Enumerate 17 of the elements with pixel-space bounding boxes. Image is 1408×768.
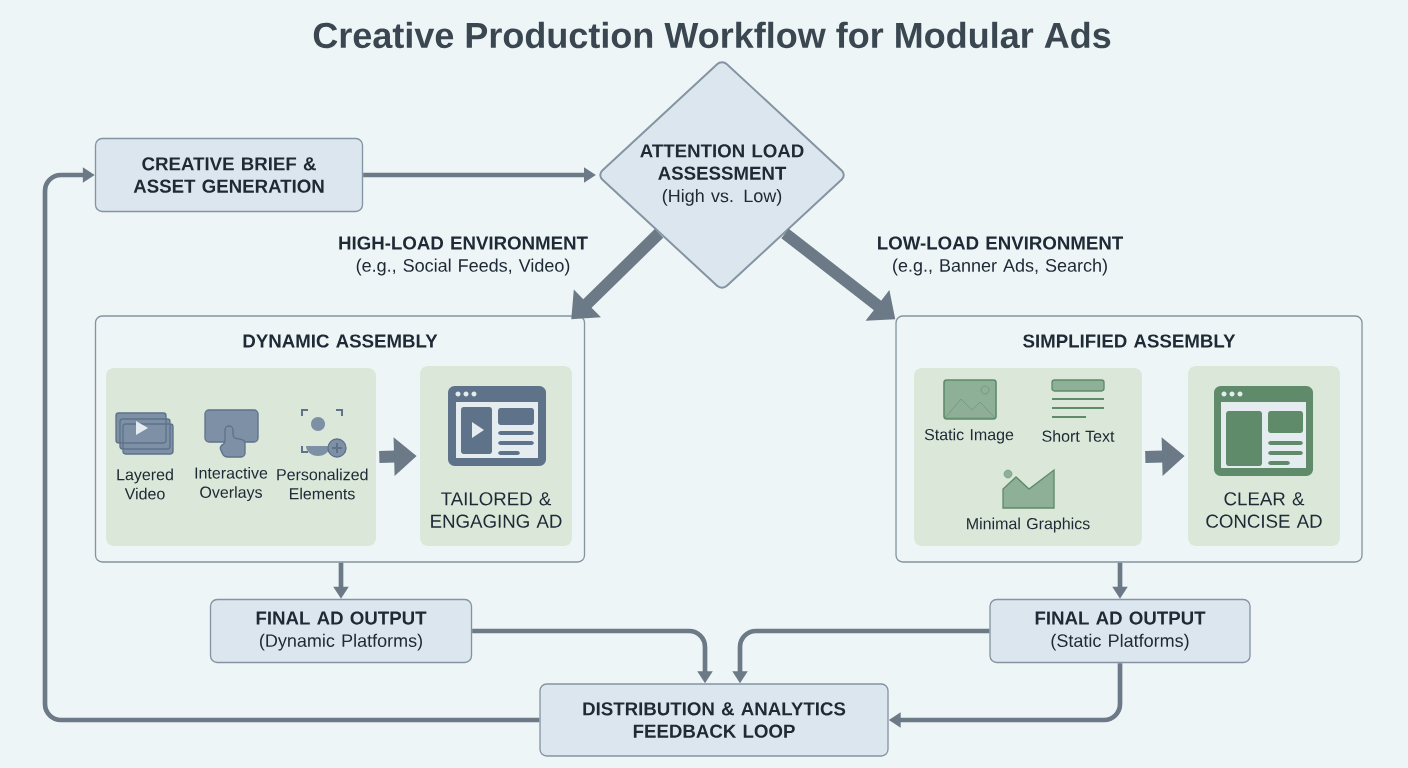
- icon-caption: Minimal Graphics: [967, 517, 1090, 533]
- icon-caption: Layered Video: [117, 468, 173, 500]
- icon-caption: Interactive Overlays: [195, 466, 268, 502]
- environment-examples: (e.g., Banner Ads, Search): [893, 258, 1107, 276]
- icon-caption: Static Image: [924, 428, 1014, 444]
- brief-box: CREATIVE BRIEF & ASSET GENERATION: [94, 137, 364, 213]
- environment-heading: HIGH-LOAD ENVIRONMENT: [339, 236, 588, 250]
- feedback-box: DISTRIBUTION & ANALYTICS FEEDBACK LOOP: [539, 683, 889, 757]
- environment-heading: LOW-LOAD ENVIRONMENT: [878, 236, 1123, 250]
- icon-caption: Personalized Elements: [277, 468, 368, 500]
- output-box: FINAL AD OUTPUT (Static Platforms): [989, 598, 1251, 664]
- arrow: [571, 229, 664, 320]
- title: Creative Production Workflow for Modular Ads: [313, 21, 1111, 49]
- output-box: FINAL AD OUTPUT (Dynamic Platforms): [209, 598, 473, 664]
- environment-examples: (e.g., Social Feeds, Video): [356, 258, 570, 276]
- arrow: [42, 167, 540, 723]
- icon-caption: Short Text: [1042, 430, 1115, 442]
